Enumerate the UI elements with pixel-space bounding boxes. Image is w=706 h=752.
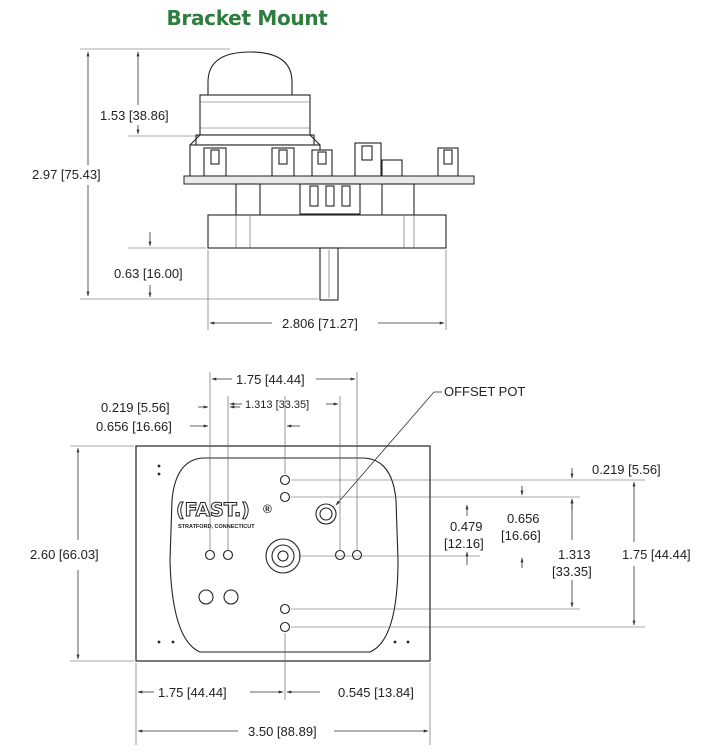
logo-location: STRATFORD, CONNECTICUT (178, 524, 255, 530)
pcb-board (183, 175, 475, 185)
dim-height-top: 1.53 [38.86] (100, 108, 169, 123)
terminal-connectors (203, 142, 459, 177)
dim-height-bottom: 0.63 [16.00] (114, 266, 183, 281)
diagram-title: Bracket Mount (166, 6, 328, 30)
fast-logo: (FAST.) (176, 499, 250, 521)
dim-height: 2.60 [66.03] (30, 547, 99, 562)
dim-right-b-mm: [16.66] (501, 528, 541, 543)
dim-right-b: 0.656 (507, 511, 540, 526)
bracket-base (207, 214, 447, 249)
dim-top-inner: 1.313 [33.35] (245, 399, 309, 411)
dim-top-span: 1.75 [44.44] (236, 372, 305, 387)
dim-left-small: 0.219 [5.56] (101, 400, 170, 415)
offset-pot-label: OFFSET POT (444, 384, 525, 399)
plate-dots (157, 464, 410, 644)
dim-height-total: 2.97 [75.43] (32, 167, 101, 182)
dim-bottom-total: 3.50 [88.89] (248, 724, 317, 739)
dim-bottom-left: 1.75 [44.44] (158, 685, 227, 700)
mounting-holes (198, 474, 363, 633)
transformer-body (207, 51, 293, 96)
transformer-core (199, 94, 311, 136)
dim-width: 2.806 [71.27] (282, 316, 358, 331)
dim-bottom-right: 0.545 [13.84] (338, 685, 414, 700)
dim-right-a: 0.479 (450, 519, 483, 534)
side-view: 1.53 [38.86] 2.97 [75.43] 0.63 [16.00] 2… (32, 48, 475, 331)
offset-pot-inner (319, 507, 333, 521)
dim-right-small: 0.219 [5.56] (592, 462, 661, 477)
logo-registered: ® (263, 502, 272, 516)
dim-right-c-mm: [33.35] (552, 564, 592, 579)
plan-view: (FAST.) ® STRATFORD, CONNECTICUT OFFSET … (30, 372, 691, 745)
dim-right-total: 1.75 [44.44] (622, 547, 691, 562)
dim-right-a-mm: [12.16] (444, 536, 484, 551)
dim-right-c: 1.313 (558, 547, 591, 562)
dim-left-medium: 0.656 [16.66] (96, 419, 172, 434)
